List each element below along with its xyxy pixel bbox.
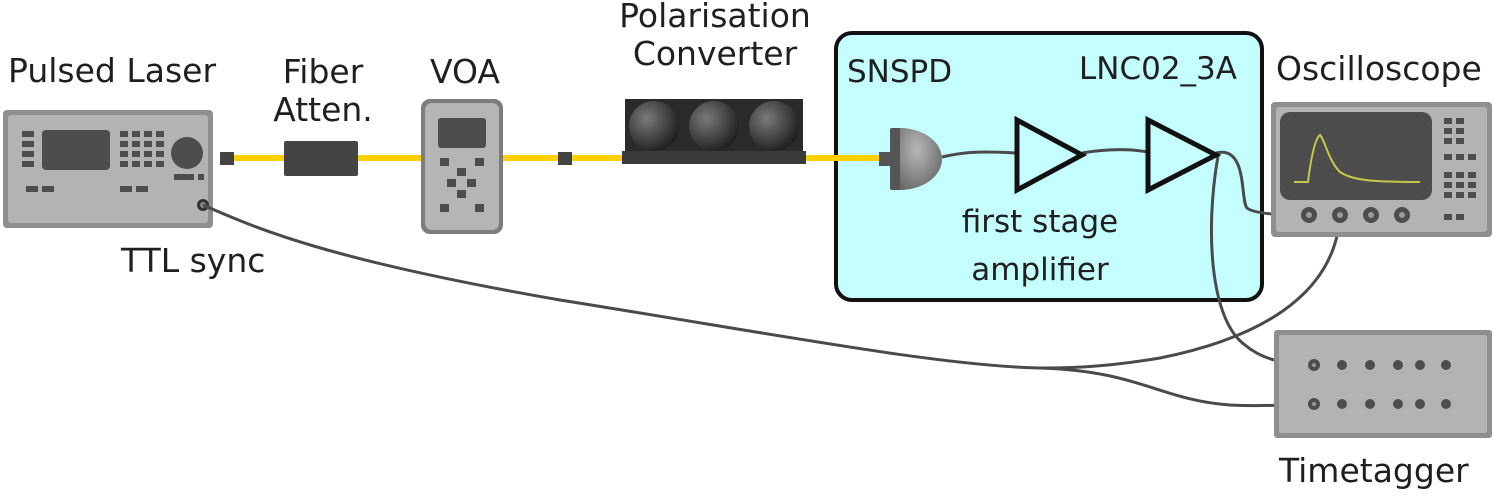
label-fiber-atten-line2: Atten. xyxy=(273,90,373,129)
label-first-stage-line2: amplifier xyxy=(971,252,1109,288)
fiber-attenuator-icon xyxy=(284,141,358,176)
label-voa: VOA xyxy=(430,52,500,91)
label-pulsed-laser: Pulsed Laser xyxy=(8,51,217,90)
label-fiber-atten-line1: Fiber xyxy=(282,52,364,91)
label-polarisation-line2: Converter xyxy=(632,34,798,73)
handheld-voa-icon xyxy=(421,99,503,234)
amplifier-triangle-icon xyxy=(1145,115,1222,195)
label-oscilloscope: Oscilloscope xyxy=(1276,49,1482,88)
label-timetagger: Timetagger xyxy=(1279,451,1469,490)
amplifier-triangle-icon xyxy=(1014,115,1088,195)
label-ttl-sync: TTL sync xyxy=(121,241,266,280)
label-snspd: SNSPD xyxy=(847,54,953,90)
label-polarisation-line1: Polarisation xyxy=(619,0,811,35)
paddle-polarisation-controller-icon xyxy=(622,99,806,164)
oscilloscope-icon xyxy=(1271,102,1492,237)
timetagger-box-icon xyxy=(1274,330,1492,438)
fiber-connector xyxy=(558,152,572,165)
label-lnc: LNC02_3A xyxy=(1079,51,1237,87)
label-first-stage-line1: first stage xyxy=(961,204,1119,240)
snspd-detector-icon xyxy=(879,128,942,190)
function-generator-icon xyxy=(3,110,213,228)
laser-fiber-port xyxy=(220,152,234,165)
